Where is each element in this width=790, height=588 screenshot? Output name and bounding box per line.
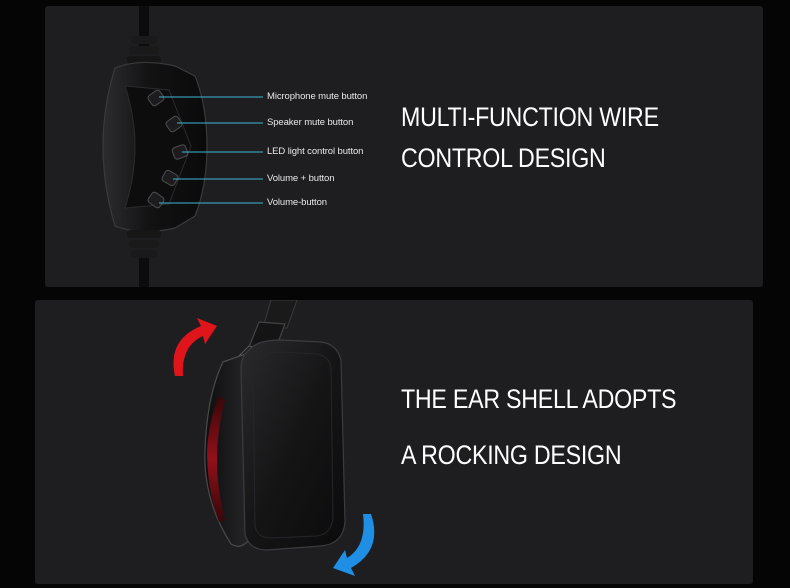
ear-shell-heading-line-2: A ROCKING DESIGN (401, 440, 622, 470)
callout-lines (159, 96, 263, 204)
ear-cushion (240, 339, 346, 551)
cable-top (139, 6, 149, 46)
wire-control-panel: Microphone mute button Speaker mute butt… (45, 6, 763, 287)
ear-shell-heading-line-1: THE EAR SHELL ADOPTS (401, 384, 677, 414)
strain-relief-bottom (127, 230, 161, 258)
strain-relief-top (127, 36, 161, 64)
callout-led-light-control: LED light control button (267, 146, 364, 157)
callout-microphone-mute: Microphone mute button (267, 91, 368, 102)
callout-speaker-mute: Speaker mute button (267, 117, 354, 128)
wire-control-heading-line-1: MULTI-FUNCTION WIRE (401, 102, 659, 132)
rotate-arrow-red-icon (173, 318, 217, 376)
rotate-arrow-blue-icon (333, 514, 375, 576)
callout-volume-up: Volume + button (267, 173, 335, 184)
cable-bottom (139, 258, 149, 287)
callout-volume-down: Volume-button (267, 197, 327, 208)
ear-shell-panel: THE EAR SHELL ADOPTS A ROCKING DESIGN (35, 300, 753, 584)
wire-control-heading-line-2: CONTROL DESIGN (401, 143, 606, 173)
ear-shell-image (173, 300, 375, 576)
red-accent-light (207, 396, 225, 522)
controller-buttons (147, 89, 189, 209)
wire-controller-image (102, 6, 263, 287)
